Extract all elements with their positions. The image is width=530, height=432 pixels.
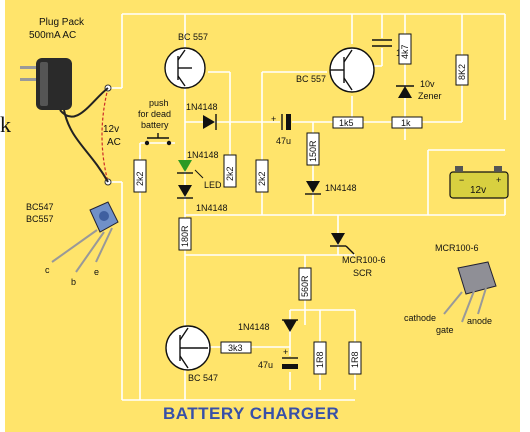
q2-label: BC 557 — [296, 74, 326, 84]
d-lower-label: 1N4148 — [196, 203, 228, 213]
push-label-2: for dead — [138, 109, 171, 119]
battery: − + 12v — [449, 166, 509, 199]
resistor-4k7: 4k7 — [398, 33, 412, 65]
page-title: BATTERY CHARGER — [163, 404, 339, 423]
mcr-label: MCR100-6 — [435, 243, 479, 253]
capacitor-47u-mid: + 47u — [271, 114, 292, 146]
bc-package: BC547 BC557 c b e — [26, 201, 119, 287]
r-8k2-label: 8K2 — [457, 64, 467, 80]
diode-main: 1N4148 — [186, 102, 218, 130]
mcr-package: MCR100-6 cathode gate anode — [404, 243, 497, 335]
led-diode-string: LED 1N4148 1N4148 — [177, 150, 228, 213]
diode-mid: 1N4148 — [305, 181, 357, 195]
bc-pin-c: c — [45, 265, 50, 275]
d-lower-b-label: 1N4148 — [238, 322, 270, 332]
bc-pin-e: e — [94, 267, 99, 277]
resistor-180r: 180R — [178, 217, 192, 251]
scr-label-1: MCR100-6 — [342, 255, 386, 265]
scr-icon — [331, 233, 345, 245]
to92-icon — [51, 201, 119, 273]
mcr-pin-cathode: cathode — [404, 313, 436, 323]
ac-hairpin-icon — [101, 87, 109, 183]
diode-string-icon — [178, 185, 192, 197]
input-type-label: AC — [107, 137, 121, 148]
edge-mark: k — [0, 112, 11, 137]
bc-pin-b: b — [71, 277, 76, 287]
resistor-1r8-a: 1R8 — [313, 341, 327, 375]
transistor-q1: BC 557 — [164, 32, 208, 89]
mcr-pin-gate: gate — [436, 325, 454, 335]
d-main-label: 1N4148 — [186, 102, 218, 112]
diode-lower: 1N4148 — [238, 319, 298, 332]
mcr-pin-anode: anode — [467, 316, 492, 326]
plug-rating-label: 500mA AC — [29, 30, 76, 41]
resistor-2k2-right: 2k2 — [255, 159, 269, 193]
q3-label: BC 547 — [188, 373, 218, 383]
r-2k2-c-label: 2k2 — [257, 171, 267, 186]
battery-minus: − — [459, 175, 464, 185]
r-2k2-a-label: 2k2 — [135, 171, 145, 186]
resistor-2k2-center: 2k2 — [223, 154, 237, 188]
c-low-label: 47u — [258, 360, 273, 370]
diode-lower-icon — [283, 320, 297, 332]
transistor-q3: BC 547 — [165, 325, 218, 383]
plug-pack-label: Plug Pack — [39, 17, 85, 28]
battery-icon — [449, 171, 509, 199]
r-1k-label: 1k — [401, 118, 411, 128]
c-mid-label: 47u — [276, 136, 291, 146]
plug-pack: Plug Pack 500mA AC — [20, 17, 109, 183]
capacitor-47u-low: + 47u — [258, 347, 298, 372]
resistor-1k: 1k — [391, 116, 423, 129]
transistor-q2: BC 557 — [296, 47, 375, 93]
push-switch: push for dead battery — [138, 98, 172, 146]
zener-icon — [398, 86, 412, 98]
mcr-package-icon — [443, 261, 497, 323]
push-label-3: battery — [141, 120, 169, 130]
led-icon — [178, 160, 192, 172]
d-led-upper-label: 1N4148 — [187, 150, 219, 160]
diode-mid-icon — [306, 181, 320, 193]
r-3k3-label: 3k3 — [228, 343, 243, 353]
r-2k2-b-label: 2k2 — [225, 166, 235, 181]
resistor-560r: 560R — [298, 267, 312, 301]
input-voltage-label: 12v — [103, 124, 119, 135]
r-1r8-b-label: 1R8 — [350, 351, 360, 368]
q1-label: BC 557 — [178, 32, 208, 42]
zener-label-2: Zener — [418, 91, 442, 101]
scr: MCR100-6 SCR — [330, 233, 386, 278]
zener-diode: 10v Zener — [396, 79, 442, 101]
resistor-3k3: 3k3 — [220, 341, 252, 354]
d-mid-label: 1N4148 — [325, 183, 357, 193]
r-1k5-label: 1k5 — [339, 118, 354, 128]
led-label: LED — [204, 180, 222, 190]
bc-label-2: BC557 — [26, 214, 54, 224]
bc-label-1: BC547 — [26, 202, 54, 212]
resistor-2k2-left: 2k2 — [133, 159, 147, 193]
push-label-1: push — [149, 98, 169, 108]
plug-pack-icon — [20, 58, 109, 183]
c-low-plus: + — [283, 347, 288, 357]
zener-label-1: 10v — [420, 79, 435, 89]
r-1r8-a-label: 1R8 — [315, 351, 325, 368]
scr-label-2: SCR — [353, 268, 373, 278]
resistor-1r8-b: 1R8 — [348, 341, 362, 375]
diode-main-icon — [203, 115, 215, 129]
battery-plus: + — [496, 175, 501, 185]
r-4k7-label: 4k7 — [400, 44, 410, 59]
r-180r-label: 180R — [180, 225, 190, 247]
c-mid-plus: + — [271, 114, 276, 124]
resistor-8k2: 8K2 — [455, 54, 469, 86]
r-150r-label: 150R — [308, 140, 318, 162]
r-560r-label: 560R — [300, 275, 310, 297]
resistor-150r: 150R — [306, 132, 320, 166]
resistor-1k5: 1k5 — [332, 116, 364, 129]
battery-label: 12v — [470, 185, 486, 196]
